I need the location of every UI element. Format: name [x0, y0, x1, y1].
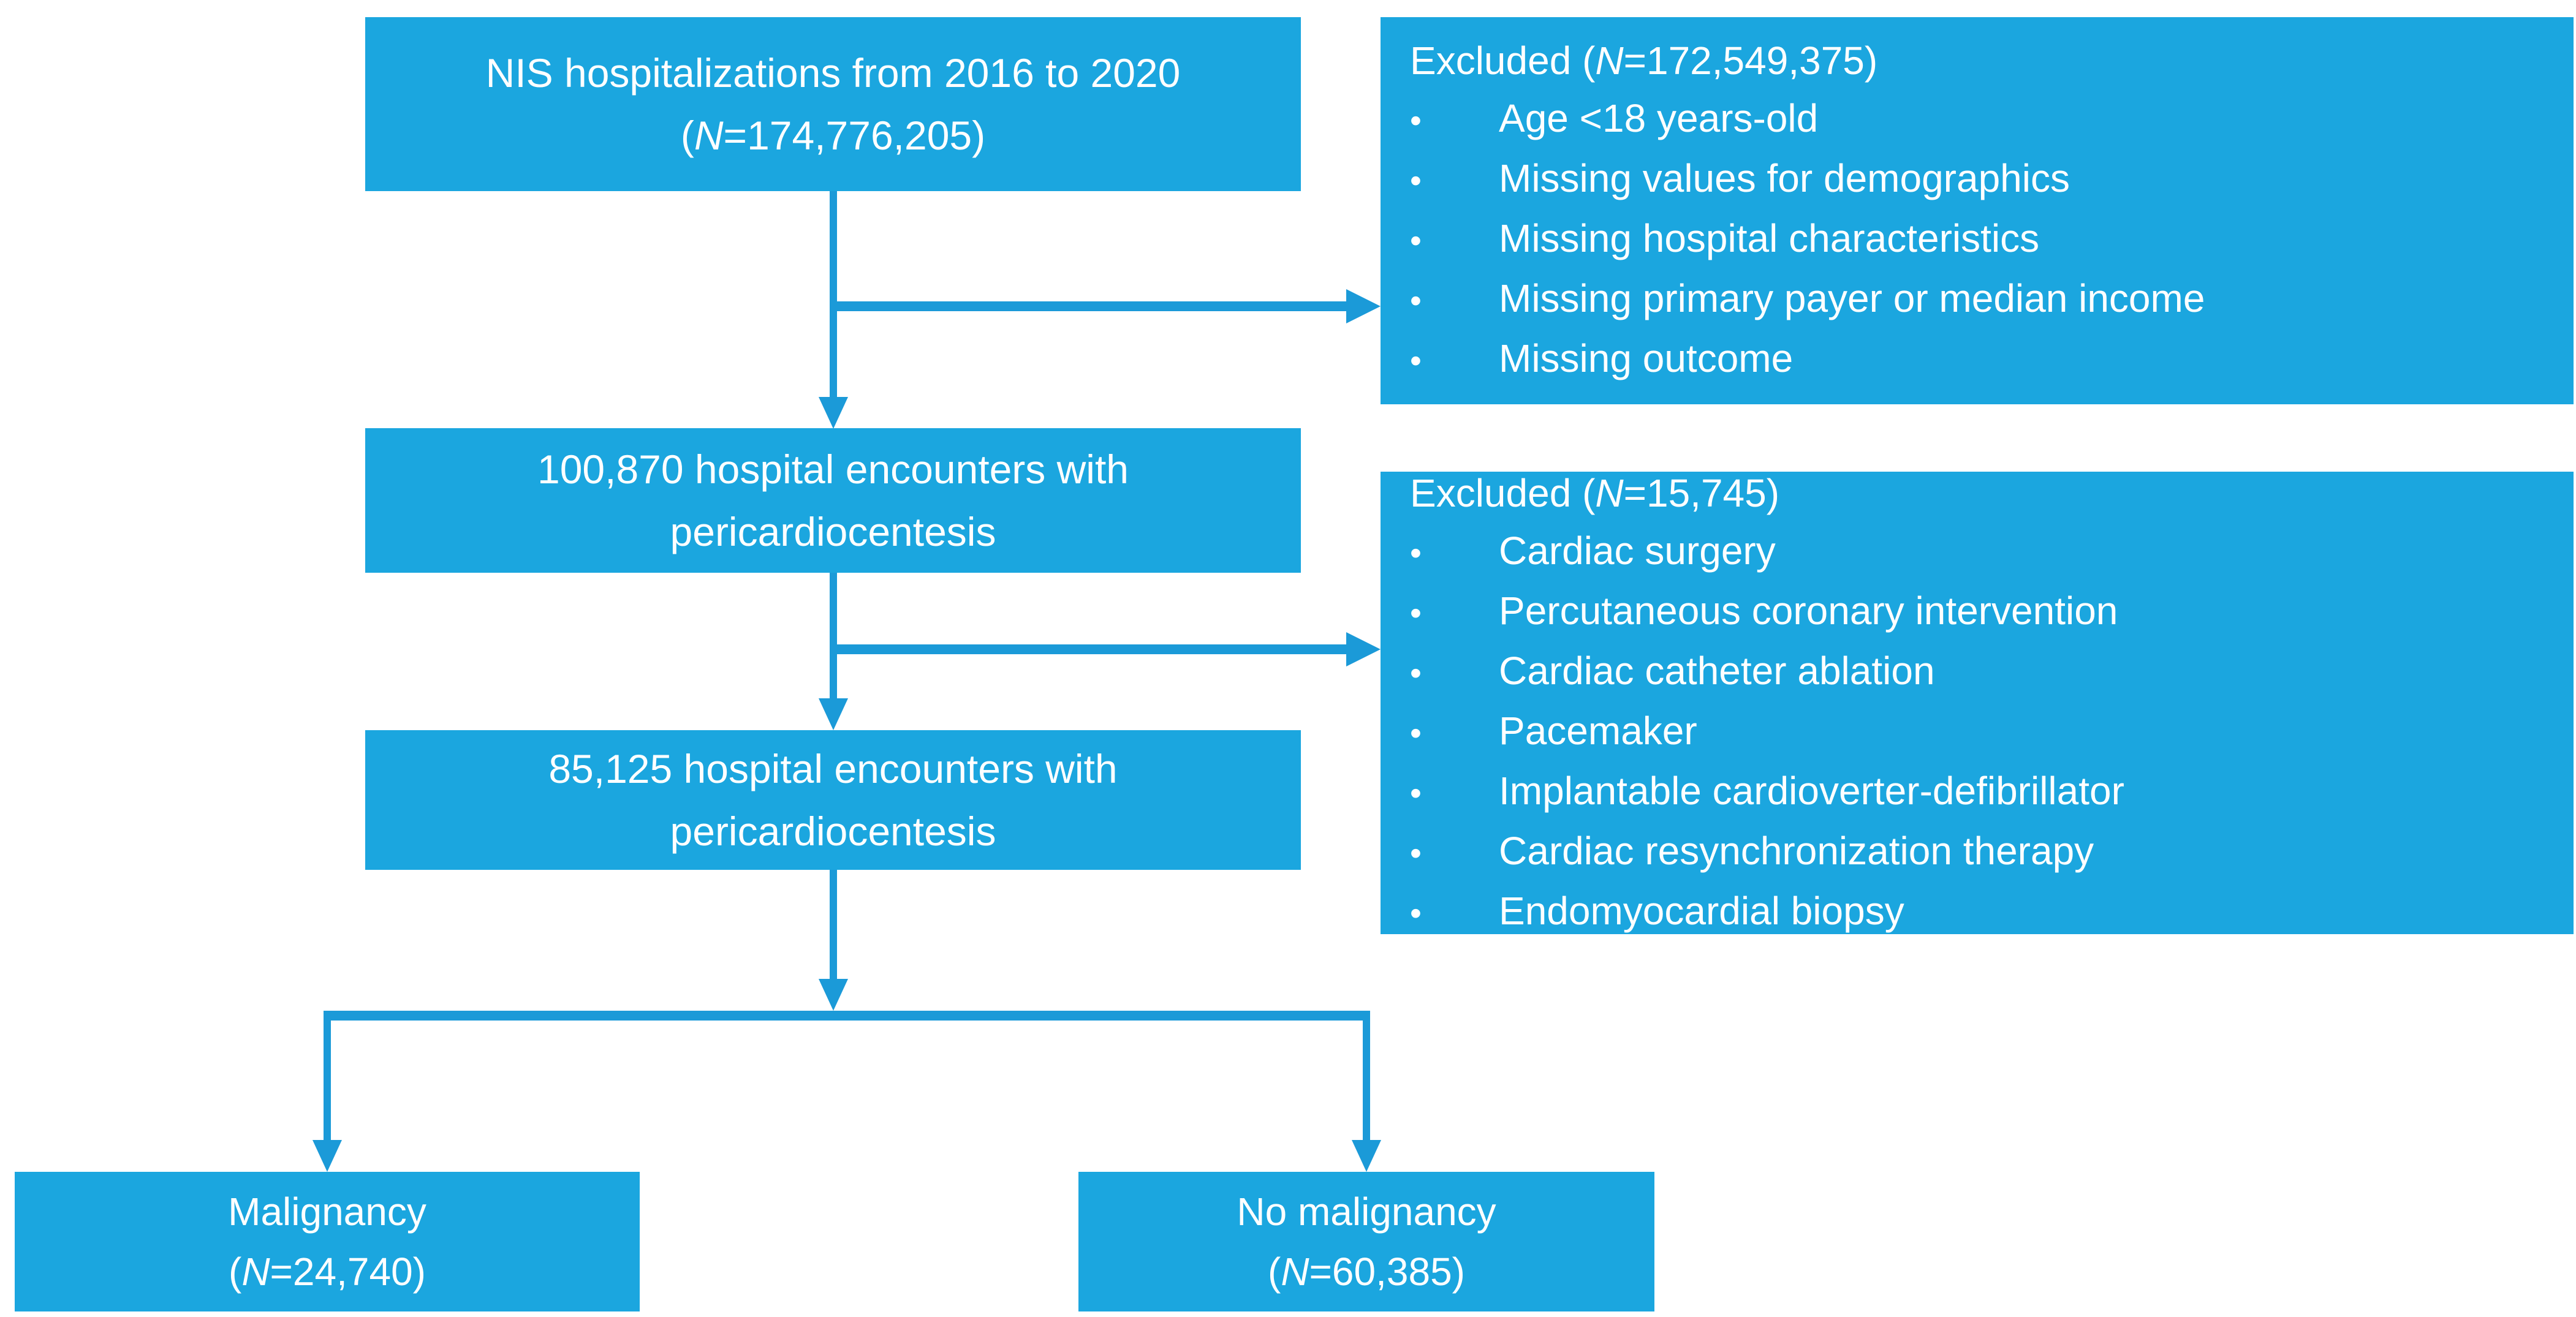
bullet-item: • Missing outcome: [1410, 330, 2561, 390]
flow-box-nis-hospitalizations: NIS hospitalizations from 2016 to 2020 (…: [365, 17, 1301, 191]
bullet-item: • Cardiac catheter ablation: [1410, 642, 2561, 702]
paren-open: (: [1268, 1250, 1281, 1294]
bullet-dot: •: [1410, 222, 1422, 259]
bullet-dot: •: [1410, 162, 1422, 199]
paren-open: (: [229, 1250, 242, 1294]
connector-split-to-malignancy: [324, 1021, 331, 1140]
bullet-dot: •: [1410, 342, 1422, 379]
bullet-text: Implantable cardioverter-defibrillator: [1499, 768, 2124, 813]
bullet-dot: •: [1410, 714, 1422, 752]
flow-box-malignancy: Malignancy (N=24,740): [15, 1172, 640, 1311]
exclusion-title-text: Excluded (: [1410, 39, 1596, 83]
bullet-dot: •: [1410, 594, 1422, 632]
bullet-text: Missing outcome: [1499, 336, 1794, 380]
n-value: =24,740): [270, 1250, 426, 1294]
bullet-item: • Implantable cardioverter-defibrillator: [1410, 762, 2561, 822]
connector-branch-to-exclusion2: [833, 644, 1346, 654]
bullet-dot: •: [1410, 282, 1422, 319]
flow-box-line1: No malignancy: [1237, 1190, 1496, 1234]
n-value: =15,745): [1623, 470, 1780, 515]
bullet-item: • Endomyocardial biopsy: [1410, 882, 2561, 942]
n-symbol: N: [1281, 1250, 1309, 1294]
flow-box-encounters-100870: 100,870 hospital encounters with pericar…: [365, 428, 1301, 573]
flow-box-no-malignancy: No malignancy (N=60,385): [1078, 1172, 1654, 1311]
bullet-item: • Cardiac surgery: [1410, 522, 2561, 582]
bullet-text: Percutaneous coronary intervention: [1499, 588, 2118, 633]
flow-box-line1: 85,125 hospital encounters with: [548, 746, 1118, 791]
bullet-dot: •: [1410, 102, 1422, 139]
exclusion-box-1: Excluded (N=172,549,375) • Age <18 years-…: [1381, 17, 2574, 404]
bullet-item: • Missing values for demographics: [1410, 149, 2561, 209]
bullet-item: • Missing hospital characteristics: [1410, 209, 2561, 270]
bullet-dot: •: [1410, 654, 1422, 692]
n-symbol: N: [241, 1250, 270, 1294]
exclusion-title-text: Excluded (: [1410, 470, 1596, 515]
bullet-item: • Percutaneous coronary intervention: [1410, 582, 2561, 642]
arrowhead-right-icon: [1346, 289, 1381, 323]
connector-encounters1-to-encounters2: [830, 573, 837, 698]
bullet-text: Missing hospital characteristics: [1499, 216, 2040, 260]
exclusion-title: Excluded (N=172,549,375): [1410, 32, 2561, 89]
bullet-dot: •: [1410, 894, 1422, 932]
split-bar: [324, 1011, 1370, 1021]
arrowhead-down-icon: [819, 979, 848, 1011]
bullet-text: Age <18 years-old: [1499, 96, 1819, 140]
flow-box-line1: 100,870 hospital encounters with: [537, 447, 1129, 492]
exclusion-box-2: Excluded (N=15,745) • Cardiac surgery • Pe…: [1381, 471, 2574, 934]
bullet-dot: •: [1410, 534, 1422, 572]
bullet-item: • Pacemaker: [1410, 702, 2561, 762]
connector-encounters2-to-split: [830, 870, 837, 979]
arrowhead-down-icon: [1352, 1140, 1381, 1172]
n-value: =172,549,375): [1623, 39, 1878, 83]
arrowhead-down-icon: [819, 397, 848, 429]
bullet-text: Pacemaker: [1499, 708, 1697, 753]
bullet-item: • Age <18 years-old: [1410, 89, 2561, 149]
bullet-text: Cardiac surgery: [1499, 528, 1776, 573]
flow-box-encounters-85125: 85,125 hospital encounters with pericard…: [365, 730, 1301, 870]
bullet-item: • Cardiac resynchronization therapy: [1410, 822, 2561, 882]
exclusion-title: Excluded (N=15,745): [1410, 464, 2561, 522]
flow-box-n-line: (N=174,776,205): [681, 104, 985, 167]
connector-source-to-encounters1: [830, 191, 837, 397]
flow-box-line2: pericardiocentesis: [670, 809, 996, 854]
arrowhead-right-icon: [1346, 632, 1381, 666]
flow-box-line1: NIS hospitalizations from 2016 to 2020: [485, 50, 1181, 96]
flow-box-n-line: (N=60,385): [1268, 1242, 1465, 1302]
flow-box-line1: Malignancy: [228, 1190, 426, 1234]
n-value: =60,385): [1309, 1250, 1465, 1294]
bullet-text: Missing primary payer or median income: [1499, 276, 2205, 320]
bullet-text: Cardiac resynchronization therapy: [1499, 828, 2094, 873]
n-symbol: N: [694, 113, 724, 158]
connector-branch-to-exclusion1: [833, 301, 1346, 311]
bullet-item: • Missing primary payer or median income: [1410, 270, 2561, 330]
bullet-text: Missing values for demographics: [1499, 156, 2070, 200]
connector-split-to-no-malignancy: [1363, 1021, 1370, 1140]
bullet-dot: •: [1410, 774, 1422, 812]
n-symbol: N: [1595, 470, 1624, 515]
flow-box-n-line: (N=24,740): [229, 1242, 426, 1302]
arrowhead-down-icon: [313, 1140, 342, 1172]
n-value: =174,776,205): [723, 113, 986, 158]
arrowhead-down-icon: [819, 698, 848, 730]
paren-open: (: [680, 113, 694, 158]
bullet-text: Endomyocardial biopsy: [1499, 888, 1904, 933]
bullet-dot: •: [1410, 834, 1422, 872]
n-symbol: N: [1595, 39, 1624, 83]
bullet-text: Cardiac catheter ablation: [1499, 648, 1935, 693]
flow-box-line2: pericardiocentesis: [670, 509, 996, 554]
